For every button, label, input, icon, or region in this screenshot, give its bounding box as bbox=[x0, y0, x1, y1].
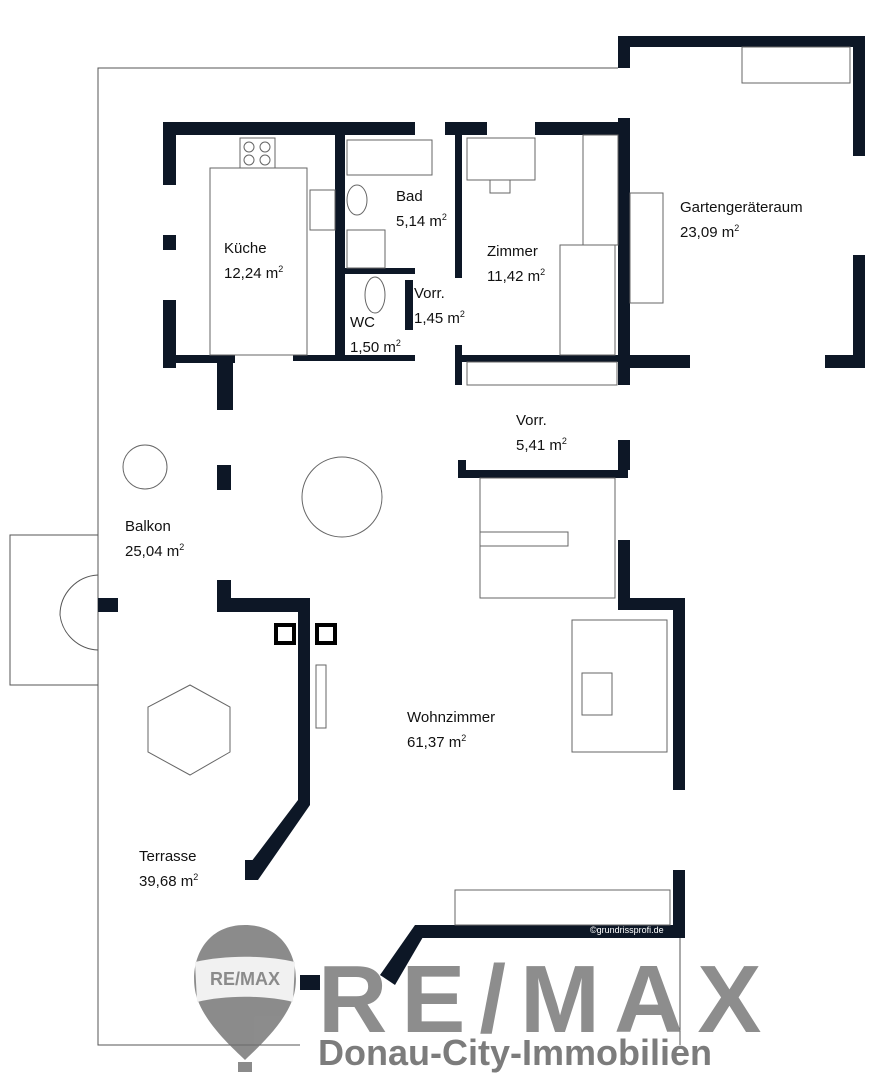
remax-wordmark: RE/MAX bbox=[318, 946, 776, 1053]
room-vorraum-small: Vorr.1,45 m2 bbox=[414, 285, 465, 327]
agency-name: Donau-City-Immobilien bbox=[318, 1032, 712, 1073]
walls bbox=[98, 36, 865, 990]
remax-balloon-logo: RE/MAX bbox=[194, 925, 296, 1072]
room-vorraum: Vorr.5,41 m2 bbox=[516, 412, 567, 454]
furniture bbox=[122, 46, 851, 926]
balloon-text: RE/MAX bbox=[210, 969, 280, 989]
copyright: ©grundrissprofi.de bbox=[590, 925, 664, 935]
